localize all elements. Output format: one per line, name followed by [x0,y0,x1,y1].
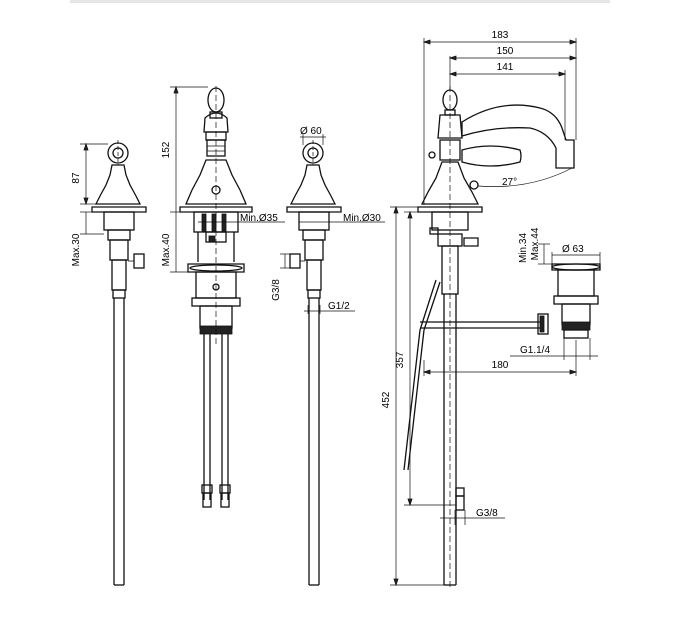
dim-d60: Ø 60 [300,126,322,137]
view-1-valve [91,140,147,586]
dim-357: 357 [395,351,406,368]
view-2-mixer-front [179,86,253,508]
dim-max-44: Max.44 [530,227,541,260]
dim-g114: G1.1/4 [520,345,550,356]
dim-g38-bottom: G3/8 [476,508,498,519]
dim-150: 150 [497,46,514,57]
dim-angle-27: 27° [502,177,517,188]
view-2-dimensions: 152 Max.40 Min.Ø35 [161,85,285,273]
dim-max-30: Max.30 [71,233,82,266]
dim-180: 180 [492,360,509,371]
dim-min-34: Min.34 [518,233,529,263]
view-4-waste-assembly [551,263,601,339]
dim-141: 141 [497,62,514,73]
dim-87: 87 [71,172,82,184]
view-4-mixer-side [403,86,575,590]
dim-max-40: Max.40 [161,233,172,266]
view-1-dimensions: 87 Max.30 [71,142,108,266]
dim-g12: G1/2 [328,301,350,312]
dim-min-d30: Min.Ø30 [343,213,381,224]
dim-min-d35: Min.Ø35 [240,213,278,224]
dim-g38-left: G3/8 [271,279,282,301]
dim-183: 183 [492,30,509,41]
view-4-dimensions: 183 150 141 27° Min.34 Max.44 Ø 63 G1.1/… [381,30,601,587]
view-3-dimensions: Ø 60 Min.Ø30 G3/8 G1/2 [271,126,385,314]
dim-152: 152 [161,141,172,158]
dim-452: 452 [381,391,392,408]
view-3-valve [286,140,342,586]
top-border-line [70,0,610,3]
dim-d63: Ø 63 [562,244,584,255]
